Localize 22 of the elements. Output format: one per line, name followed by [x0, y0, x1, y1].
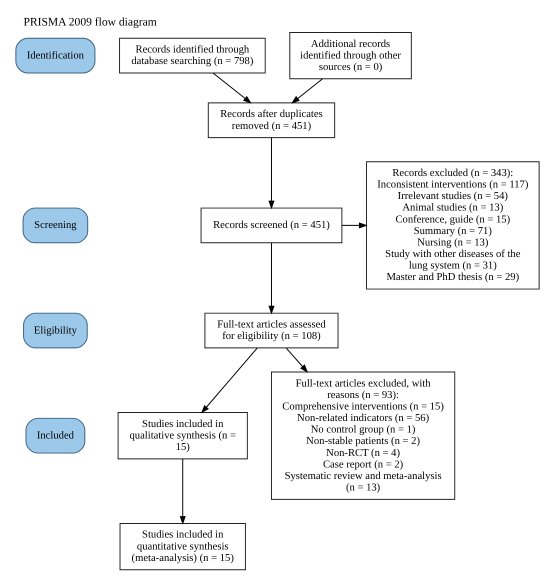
arrow [268, 137, 274, 210]
arrow [179, 458, 186, 525]
node-box: Screening [22, 208, 88, 244]
diagram-title: PRISMA 2009 flow diagram [22, 15, 156, 28]
arrow [200, 348, 258, 414]
arrow [290, 78, 322, 104]
node-box: Full-text articles excluded, with reasons (n = 93): Comprehensive interventions (n = 15) Non-related indicators (n = 56) No control group (n = 1) Non-stable patients (n = 2) Non-RCT (n = 4) Case report (n = 2) Systematic review and meta-analysis (n = 13) [270, 372, 455, 500]
node-box: Additional records identified through other sources (n = 0) [288, 32, 412, 80]
node-box: Eligibility [22, 312, 88, 348]
node-box: Identification [14, 38, 95, 74]
arrow [285, 348, 308, 373]
node-box: Full-text articles assessed for eligibility (n = 108) [204, 312, 338, 348]
arrow [212, 72, 252, 104]
node-box: Records screened (n = 451) [200, 208, 342, 244]
node-box: Studies included in quantitative synthesis (meta-analysis) (n = 15) [119, 522, 246, 570]
arrow [340, 222, 368, 228]
node-box: Records identified through database searching (n = 798) [118, 38, 266, 74]
node-box: Records after duplicates removed (n = 451) [207, 102, 335, 138]
arrow [268, 242, 274, 314]
node-box: Studies included in qualitative synthesis (n = 15) [117, 412, 248, 460]
node-box: Included [25, 418, 85, 454]
node-box: Records excluded (n = 343): Inconsistent interventions (n = 117) Irrelevant studies (n = 54) Animal studies (n = 13) Conference, guide (n = 15) Summary (n = 71) Nursing (n = 13) Study with other diseases of the lung system (n = 31) Master and PhD thesis (n = 29) [366, 161, 540, 290]
